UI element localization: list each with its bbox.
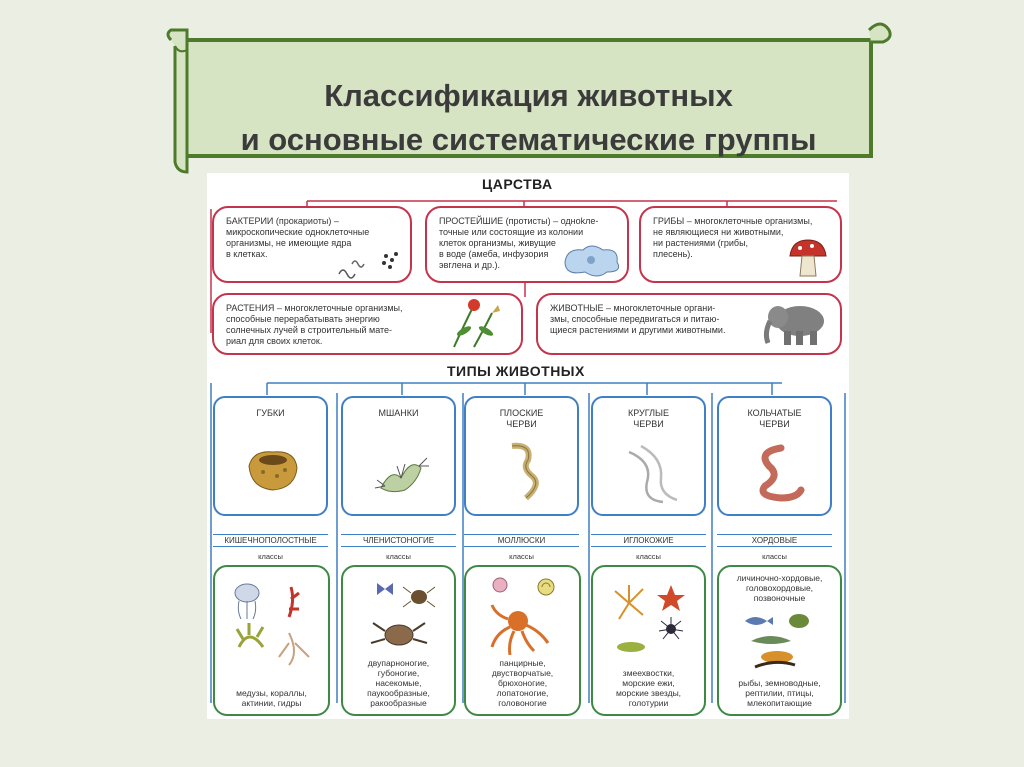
protists-line-1: ПРОСТЕЙШИЕ (протисты) – одноkле- (439, 216, 599, 226)
classes-echinoderms: змеехвостки, морские ежи, морские звезды… (591, 565, 706, 716)
fungi-line-3: ни растениями (грибы, (653, 238, 749, 248)
classes-molluscs: панцирные, двустворчатые, брюхоногие, ло… (464, 565, 581, 716)
bacteria-icon (338, 252, 398, 279)
kingdom-animals: ЖИВОТНЫЕ – многоклеточные органи- змы, с… (536, 293, 842, 355)
connector-lines (210, 200, 846, 703)
classes-label-molluscs: классы (509, 552, 534, 561)
amoeba-icon (564, 245, 620, 277)
classes-arthropods: двупарноногие, губоногие, насекомые, пау… (341, 565, 456, 716)
title-line-2: и основные систематические группы (240, 122, 817, 157)
classes-label-arthropods: классы (386, 552, 411, 561)
kingdom-fungi: ГРИБЫ – многоклеточные организмы, не явл… (639, 206, 842, 283)
flatworm-icon (511, 442, 539, 501)
bacteria-line-1: БАКТЕРИИ (прокариоты) – (226, 216, 339, 226)
types-heading: ТИПЫ ЖИВОТНЫХ (447, 363, 585, 379)
plants-line-3: солнечных лучей в строительный мате- (226, 325, 393, 335)
phylum-echinoderms: ИГЛОКОЖИЕ (591, 534, 706, 547)
fungi-line-4: плесень). (653, 249, 693, 259)
chordates-icon (745, 614, 809, 669)
bacteria-line-4: в клетках. (226, 249, 268, 259)
earthworm-icon (759, 444, 805, 502)
elephant-icon (763, 306, 824, 345)
bacteria-line-3: организмы, не имеющие ядра (226, 238, 352, 248)
roundworm-icon (628, 444, 678, 504)
echinoderms-icon (614, 585, 685, 652)
protists-line-3: клеток организмы, живущие (439, 238, 556, 248)
plants-line-2: способные перерабатывать энергию (226, 314, 380, 324)
protists-line-2: точные или состоящие из колонии (439, 227, 584, 237)
classes-cnidaria: медузы, кораллы, актинии, гидры (213, 565, 330, 716)
animals-line-3: щиеся растениями и другими животными. (550, 325, 726, 335)
classes-chordates-top-text: личиночно-хордовые, головохордовые, позв… (736, 573, 823, 603)
scroll-shape (166, 22, 892, 174)
plant-icon (453, 299, 500, 348)
classes-arthropods-text: двупарноногие, губоногие, насекомые, пау… (367, 658, 430, 708)
kingdoms-heading: ЦАРСТВА (482, 176, 553, 192)
type-roundworms: КРУГЛЫЕ ЧЕРВИ (591, 396, 706, 516)
classes-label-echinoderms: классы (636, 552, 661, 561)
page-title: Классификация животных и основные систем… (165, 74, 892, 162)
kingdom-plants: РАСТЕНИЯ – многоклеточные организмы, спо… (212, 293, 523, 355)
animals-line-2: змы, способные передвигаться и питаю- (550, 314, 720, 324)
title-line-1: Классификация животных (324, 78, 733, 113)
plants-line-1: РАСТЕНИЯ – многоклеточные организмы, (226, 303, 403, 313)
molluscs-icon (490, 577, 555, 655)
bryozoan-icon (374, 457, 429, 493)
type-bryozoans: МШАНКИ (341, 396, 456, 516)
cnidaria-icon (234, 583, 310, 666)
classes-label-cnidaria: классы (258, 552, 283, 561)
protists-line-5: эвглена и др.). (439, 260, 500, 270)
classes-chordates-text: рыбы, земноводные, рептилии, птицы, млек… (738, 678, 821, 708)
type-sponges: ГУБКИ (213, 396, 328, 516)
phylum-arthropods: ЧЛЕНИСТОНОГИЕ (341, 534, 456, 547)
type-annelids-label: КОЛЬЧАТЫЕ ЧЕРВИ (747, 408, 802, 429)
phylum-chordates: ХОРДОВЫЕ (717, 534, 832, 547)
classes-cnidaria-text: медузы, кораллы, актинии, гидры (236, 688, 307, 708)
protists-line-4: в воде (амеба, инфузория (439, 249, 549, 259)
classes-molluscs-text: панцирные, двустворчатые, брюхоногие, ло… (491, 658, 554, 708)
phylum-molluscs: МОЛЛЮСКИ (464, 534, 579, 547)
classes-echinoderms-text: змеехвостки, морские ежи, морские звезды… (615, 668, 682, 708)
mushroom-icon (789, 239, 827, 277)
kingdom-bacteria: БАКТЕРИИ (прокариоты) – микроскопические… (212, 206, 412, 283)
type-annelids: КОЛЬЧАТЫЕ ЧЕРВИ (717, 396, 832, 516)
type-bryozoans-label: МШАНКИ (378, 408, 419, 418)
type-sponges-label: ГУБКИ (256, 408, 285, 418)
kingdom-protists: ПРОСТЕЙШИЕ (протисты) – одноkле- точные … (425, 206, 629, 283)
animals-line-1: ЖИВОТНЫЕ – многоклеточные органи- (550, 303, 716, 313)
type-flatworms-label: ПЛОСКИЕ ЧЕРВИ (499, 408, 544, 429)
phylum-cnidaria: КИШЕЧНОПОЛОСТНЫЕ (213, 534, 328, 547)
fungi-line-1: ГРИБЫ – многоклеточные организмы, (653, 216, 813, 226)
classes-label-chordates: классы (762, 552, 787, 561)
fungi-line-2: не являющиеся ни животными, (653, 227, 784, 237)
title-banner: Классификация животных и основные систем… (165, 22, 892, 174)
type-roundworms-label: КРУГЛЫЕ ЧЕРВИ (627, 408, 669, 429)
classification-diagram: ЦАРСТВА БАКТЕРИИ (прокариоты) – микроско… (207, 173, 849, 719)
plants-line-4: риал для своих клеток. (226, 336, 323, 346)
classes-chordates: личиночно-хордовые, головохордовые, позв… (717, 565, 842, 716)
type-flatworms: ПЛОСКИЕ ЧЕРВИ (464, 396, 579, 516)
bacteria-line-2: микроскопические одноклеточные (226, 227, 370, 237)
sponge-icon (248, 451, 298, 491)
arthropods-icon (370, 583, 436, 646)
